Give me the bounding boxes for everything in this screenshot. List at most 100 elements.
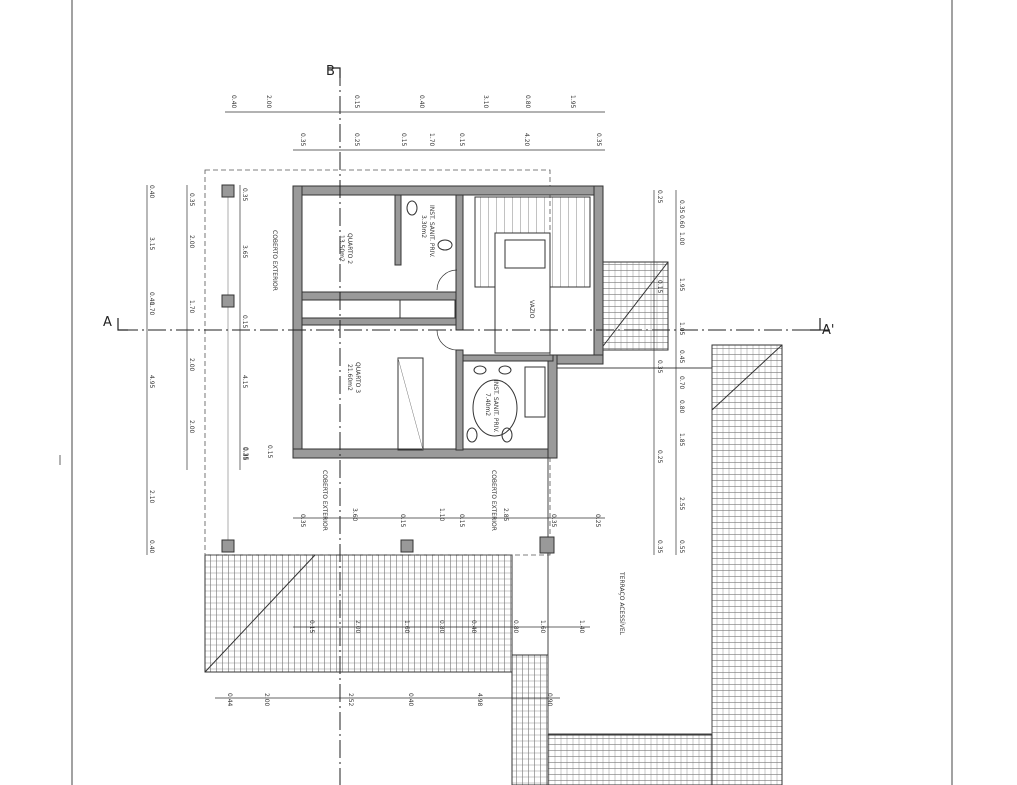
svg-text:0.25: 0.25 xyxy=(594,514,601,528)
svg-text:0.35: 0.35 xyxy=(595,133,602,147)
section-marker-b xyxy=(328,67,341,78)
label-coberto-exterior-2: COBERTO EXTERIOR xyxy=(321,470,328,531)
room-name-is-priv-1: INST. SANIT. PRIV. xyxy=(428,205,435,258)
svg-text:0.25: 0.25 xyxy=(656,450,663,464)
closet xyxy=(397,357,424,451)
door-swing xyxy=(436,329,458,351)
svg-text:1.85: 1.85 xyxy=(678,433,685,447)
room-name-is-priv-2: INST. SANIT. PRIV. xyxy=(492,380,499,433)
svg-text:4.15: 4.15 xyxy=(241,375,248,389)
svg-text:1.00: 1.00 xyxy=(678,232,685,246)
dims-left-inner2: 0.35 3.65 0.15 4.15 0.35 xyxy=(241,188,248,461)
section-label-a-prime: A' xyxy=(822,323,834,338)
section-label-b: B xyxy=(326,64,335,79)
svg-text:0.15: 0.15 xyxy=(353,95,360,109)
svg-text:0.15: 0.15 xyxy=(458,133,465,147)
svg-text:4.98: 4.98 xyxy=(476,693,483,707)
svg-text:0.35: 0.35 xyxy=(550,514,557,528)
svg-text:1.70: 1.70 xyxy=(428,133,435,147)
svg-text:0.15: 0.15 xyxy=(266,445,273,459)
svg-text:1.40: 1.40 xyxy=(578,620,585,634)
svg-text:0.25: 0.25 xyxy=(656,190,663,204)
dims-top-inner: 0.35 0.25 0.15 1.70 0.15 4.20 0.35 xyxy=(299,133,602,147)
svg-text:0.40: 0.40 xyxy=(148,292,155,306)
room-area-quarto2: 13.50m2 xyxy=(338,235,345,262)
section-marker-a xyxy=(117,318,128,331)
svg-text:0.40: 0.40 xyxy=(470,620,477,634)
svg-text:0.15: 0.15 xyxy=(308,620,315,634)
svg-text:1.10: 1.10 xyxy=(438,508,445,522)
svg-text:3.15: 3.15 xyxy=(148,237,155,251)
svg-text:0.80: 0.80 xyxy=(512,620,519,634)
column xyxy=(221,539,235,553)
section-marker-a-prime xyxy=(810,318,821,331)
roof-bottom-left xyxy=(204,554,513,673)
bidet-icon xyxy=(501,427,513,443)
door-swing xyxy=(436,269,458,291)
dims-bottom-inner: 0.35 3.60 0.15 1.10 0.15 2.85 0.35 0.25 xyxy=(299,508,601,528)
svg-text:0.45: 0.45 xyxy=(678,350,685,364)
shower-tray xyxy=(524,366,546,418)
svg-text:0.35: 0.35 xyxy=(299,133,306,147)
dims-bottom-far: 0.44 2.00 2.52 0.40 4.98 0.90 xyxy=(226,693,553,707)
bathtub-icon xyxy=(472,379,518,437)
svg-text:0.44: 0.44 xyxy=(226,693,233,707)
roof-hip-line-left xyxy=(204,554,316,673)
closet-hatch xyxy=(397,357,424,451)
column xyxy=(400,539,414,553)
section-label-a: A xyxy=(103,315,112,330)
dims-misc: 0.35 0.15 xyxy=(242,445,273,461)
svg-text:0.60: 0.60 xyxy=(678,215,685,229)
svg-text:0.25: 0.25 xyxy=(353,133,360,147)
roof-bottom-center xyxy=(511,654,549,785)
svg-text:0.35: 0.35 xyxy=(241,188,248,202)
column xyxy=(221,184,235,198)
room-labels: QUARTO 2 13.50m2 QUARTO 3 21.60m2 INST. … xyxy=(271,205,625,636)
dims-top-outer: 0.40 2.00 0.15 0.40 3.10 0.80 1.95 xyxy=(230,95,576,109)
svg-text:1.95: 1.95 xyxy=(569,95,576,109)
svg-text:0.40: 0.40 xyxy=(230,95,237,109)
dims-left-inner: 0.35 2.00 1.70 2.00 2.00 xyxy=(188,193,195,434)
svg-text:0.35: 0.35 xyxy=(242,447,249,461)
sink-icon xyxy=(437,239,453,251)
svg-text:0.15: 0.15 xyxy=(656,280,663,294)
svg-text:2.00: 2.00 xyxy=(265,95,272,109)
svg-text:0.55: 0.55 xyxy=(678,540,685,554)
dims-left-outer: 0.40 3.15 0.40 1.70 4.95 2.10 0.40 xyxy=(148,185,155,554)
dims-bottom-outer: 0.15 2.00 1.60 0.80 0.40 0.80 1.60 1.40 xyxy=(308,620,585,634)
label-coberto-exterior-3: COBERTO EXTERIOR xyxy=(490,470,497,531)
svg-text:1.70: 1.70 xyxy=(188,300,195,314)
roof-hip-line-right xyxy=(711,344,783,411)
svg-text:0.40: 0.40 xyxy=(407,693,414,707)
svg-text:2.00: 2.00 xyxy=(263,693,270,707)
svg-text:0.70: 0.70 xyxy=(678,376,685,390)
room-name-vazio: VAZIO xyxy=(528,300,535,319)
svg-text:2.00: 2.00 xyxy=(188,420,195,434)
svg-text:4.20: 4.20 xyxy=(523,133,530,147)
svg-text:2.10: 2.10 xyxy=(148,490,155,504)
svg-text:2.00: 2.00 xyxy=(188,235,195,249)
svg-text:0.35: 0.35 xyxy=(188,193,195,207)
label-terraco: TERRAÇO ACESSÍVEL xyxy=(618,571,625,636)
toilet-icon xyxy=(466,427,478,443)
svg-text:2.52: 2.52 xyxy=(347,693,354,707)
svg-text:3.10: 3.10 xyxy=(482,95,489,109)
svg-text:1.60: 1.60 xyxy=(539,620,546,634)
dimension-lines xyxy=(146,111,677,699)
svg-text:3.65: 3.65 xyxy=(241,245,248,259)
svg-text:2.00: 2.00 xyxy=(354,620,361,634)
svg-text:2.85: 2.85 xyxy=(502,508,509,522)
svg-text:2.00: 2.00 xyxy=(188,358,195,372)
svg-text:0.80: 0.80 xyxy=(678,400,685,414)
svg-text:0.15: 0.15 xyxy=(399,514,406,528)
svg-text:3.60: 3.60 xyxy=(351,508,358,522)
svg-text:0.35: 0.35 xyxy=(299,514,306,528)
svg-text:0.40: 0.40 xyxy=(148,185,155,199)
svg-text:2.55: 2.55 xyxy=(678,497,685,511)
svg-text:0.80: 0.80 xyxy=(524,95,531,109)
svg-text:0.35: 0.35 xyxy=(656,540,663,554)
void-area xyxy=(494,232,551,354)
dims-right-outer: 0.35 0.60 1.00 1.95 1.05 0.45 0.70 0.80 … xyxy=(678,200,685,554)
room-area-is-priv-1: 3.30m2 xyxy=(420,215,427,238)
